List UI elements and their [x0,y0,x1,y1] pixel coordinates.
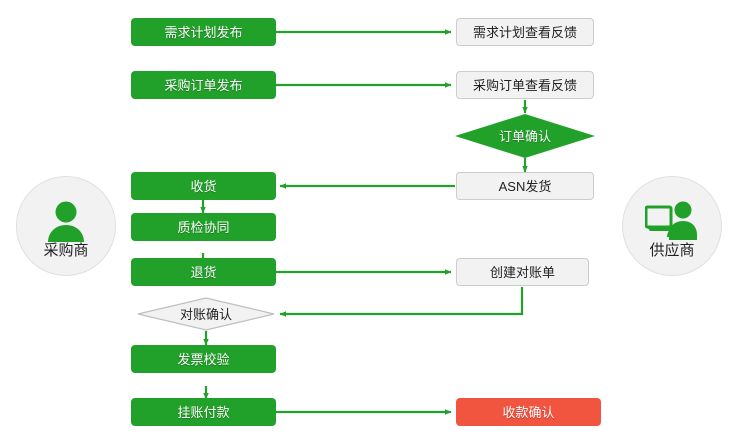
node-asn-shipment[interactable]: ASN发货 [456,172,594,200]
node-receipt-confirm[interactable]: 收款确认 [456,398,601,426]
person-icon [38,194,94,242]
node-demand-plan-publish[interactable]: 需求计划发布 [131,18,276,46]
actor-buyer-label: 采购商 [43,242,89,259]
node-receive-goods[interactable]: 收货 [131,172,276,200]
node-return-goods[interactable]: 退货 [131,258,276,286]
node-demand-plan-feedback[interactable]: 需求计划查看反馈 [456,18,594,46]
node-order-confirm[interactable]: 订单确认 [455,114,595,158]
actor-supplier-label: 供应商 [649,242,695,259]
node-invoice-verify[interactable]: 发票校验 [131,345,276,373]
edge-create-statement-to-statement-confirm [279,287,524,317]
node-order-confirm-label: 订单确认 [498,128,551,144]
person-computer-icon [644,194,700,242]
actor-buyer[interactable]: 采购商 [16,176,116,276]
node-po-feedback[interactable]: 采购订单查看反馈 [456,71,594,99]
node-statement-confirm-label: 对账确认 [179,306,232,322]
node-accrual-payment[interactable]: 挂账付款 [131,398,276,426]
node-create-statement[interactable]: 创建对账单 [456,258,589,286]
actor-supplier[interactable]: 供应商 [622,176,722,276]
node-quality-collab[interactable]: 质检协同 [131,213,276,241]
node-statement-confirm[interactable]: 对账确认 [137,297,275,331]
node-po-publish[interactable]: 采购订单发布 [131,71,276,99]
